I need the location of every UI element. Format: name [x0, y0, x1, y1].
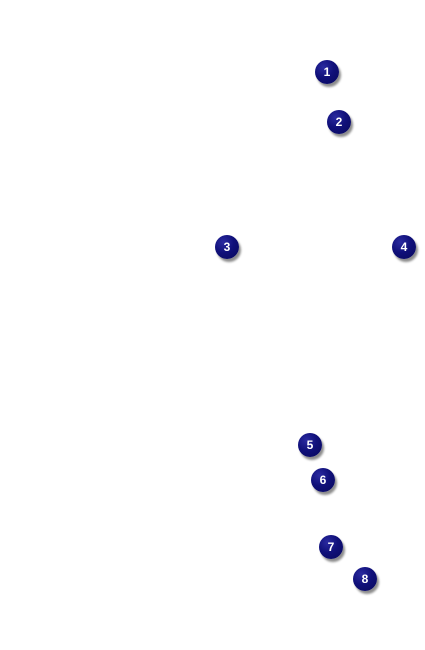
callout-label-8: 8 [361, 572, 369, 586]
callout-marker-7[interactable]: 7 [319, 535, 343, 559]
callout-label-1: 1 [323, 65, 331, 79]
callout-marker-1[interactable]: 1 [315, 60, 339, 84]
callout-label-3: 3 [223, 240, 231, 254]
callout-marker-6[interactable]: 6 [311, 468, 335, 492]
callout-marker-2[interactable]: 2 [327, 110, 351, 134]
callout-marker-5[interactable]: 5 [298, 433, 322, 457]
callout-marker-4[interactable]: 4 [392, 235, 416, 259]
callout-label-6: 6 [319, 473, 327, 487]
callout-label-2: 2 [335, 115, 343, 129]
callout-label-4: 4 [400, 240, 408, 254]
callout-label-5: 5 [306, 438, 314, 452]
callout-marker-3[interactable]: 3 [215, 235, 239, 259]
callout-label-7: 7 [327, 540, 335, 554]
callout-marker-8[interactable]: 8 [353, 567, 377, 591]
